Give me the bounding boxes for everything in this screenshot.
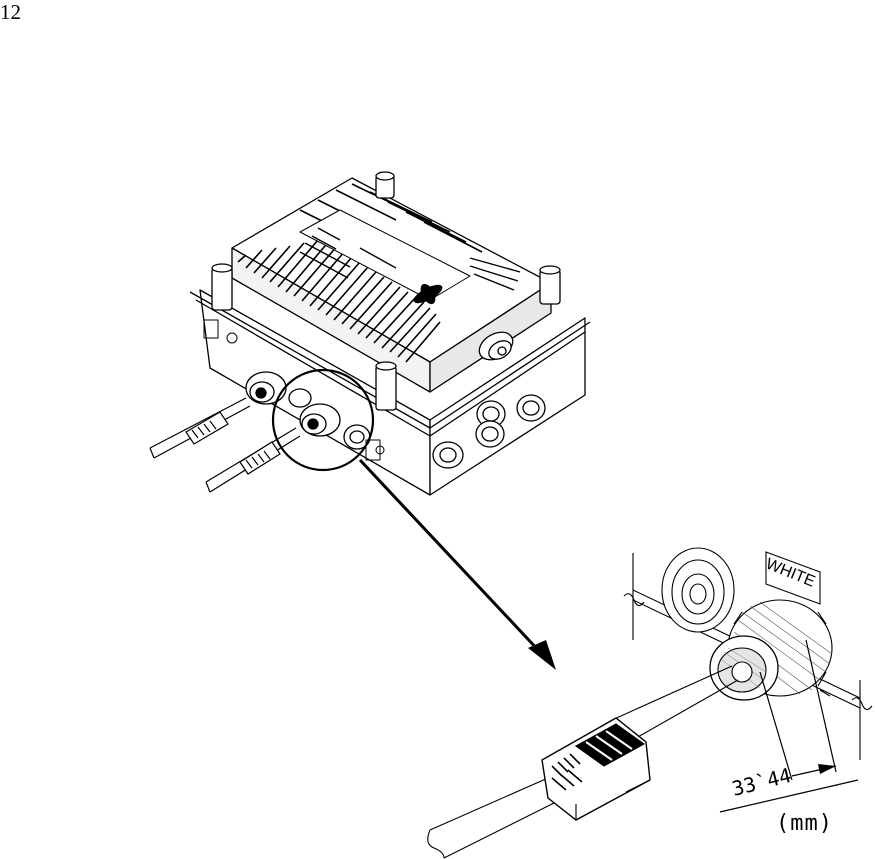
rj45-plug-detail-icon (542, 718, 650, 820)
port-b-icon (517, 395, 545, 421)
dimension-value-label: 33`44 (729, 763, 793, 801)
gland-left-icon (246, 372, 286, 404)
bolt-left-icon (212, 264, 232, 310)
color-tag: WHITE (763, 552, 820, 604)
bolt-right-icon (540, 266, 560, 304)
network-cables (150, 398, 300, 492)
port-c-icon (433, 442, 463, 468)
amplifier-housing (190, 172, 590, 495)
bolt-back-icon (376, 172, 394, 198)
bolt-front-icon (376, 362, 396, 410)
gland-middle-icon (300, 404, 340, 436)
detail-arrow-line (360, 460, 540, 652)
rj45-plug-lower-icon (240, 442, 280, 474)
gland-top-icon (289, 389, 311, 407)
rear-gland-icon (662, 548, 734, 632)
rj45-plug-upper-icon (186, 412, 228, 444)
port-d-icon (476, 421, 504, 447)
unit-label: (mm) (776, 811, 833, 837)
dimension-arrow-icon (818, 764, 836, 774)
